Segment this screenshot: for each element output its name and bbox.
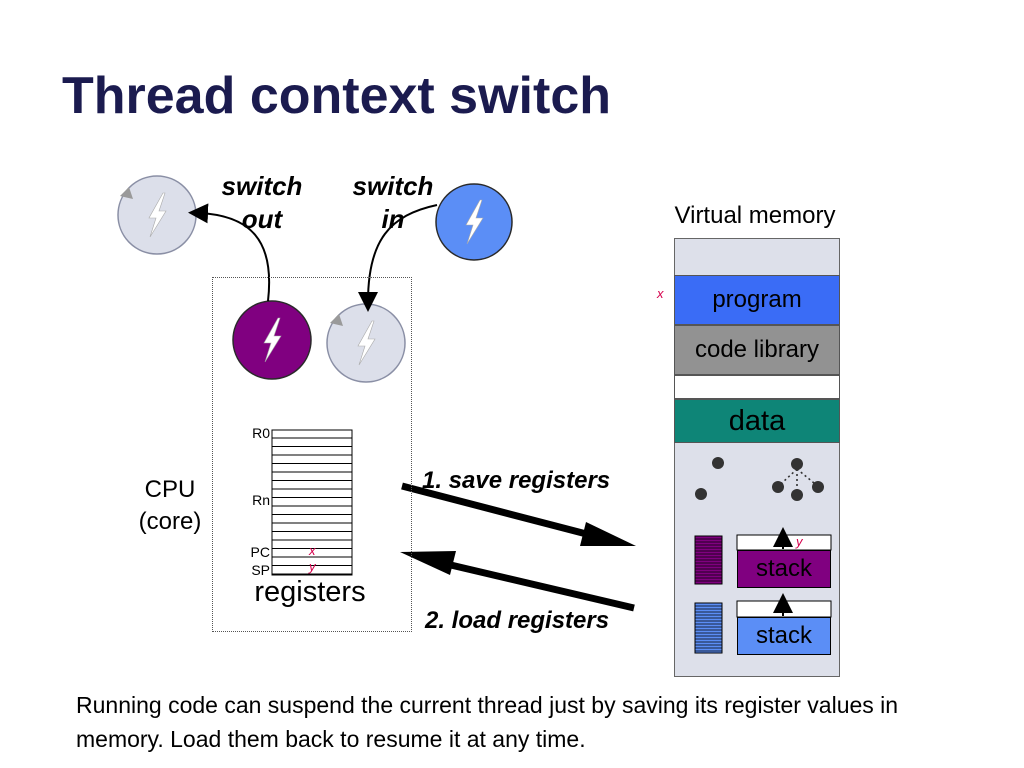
empty-segment [674, 375, 840, 399]
register-file [271, 429, 353, 576]
heap-area [694, 457, 832, 654]
caption: Running code can suspend the current thr… [76, 692, 899, 752]
switch-out-arrow [188, 203, 271, 302]
register-pc-value: x [309, 543, 316, 558]
thread-switched-out [117, 175, 197, 255]
save-registers-arrow [401, 482, 636, 546]
program-segment: program [674, 275, 840, 325]
saved-registers-purple [694, 535, 723, 585]
switch-in-label: switch in [352, 171, 434, 234]
register-sp-value: y [309, 559, 316, 574]
switch-in-arrow [358, 204, 438, 312]
thread-switched-in [435, 183, 513, 261]
stack-segment-purple: stack [737, 550, 831, 588]
stack-pointer-marker: y [796, 534, 803, 549]
register-pc-label: PC [250, 544, 270, 560]
register-r0-label: R0 [252, 425, 270, 441]
cpu-core-box [212, 277, 412, 632]
program-marker: x [657, 286, 664, 301]
load-registers-arrow [400, 551, 635, 612]
register-rn-label: Rn [252, 492, 270, 508]
cpu-label: CPU (core) [138, 476, 202, 535]
page-title: Thread context switch [62, 67, 611, 125]
register-sp-label: SP [251, 562, 270, 578]
thread-running [232, 300, 312, 380]
code-library-segment: code library [674, 325, 840, 375]
load-registers-label: 2. load registers [425, 607, 610, 634]
switch-out-label: switch out [221, 171, 303, 234]
stack-segment-blue: stack [737, 617, 831, 655]
saved-registers-blue [694, 602, 723, 654]
registers-label: registers [254, 576, 366, 608]
data-segment: data [674, 399, 840, 443]
virtual-memory-title: Virtual memory [674, 202, 836, 229]
save-registers-label: 1. save registers [422, 467, 611, 494]
